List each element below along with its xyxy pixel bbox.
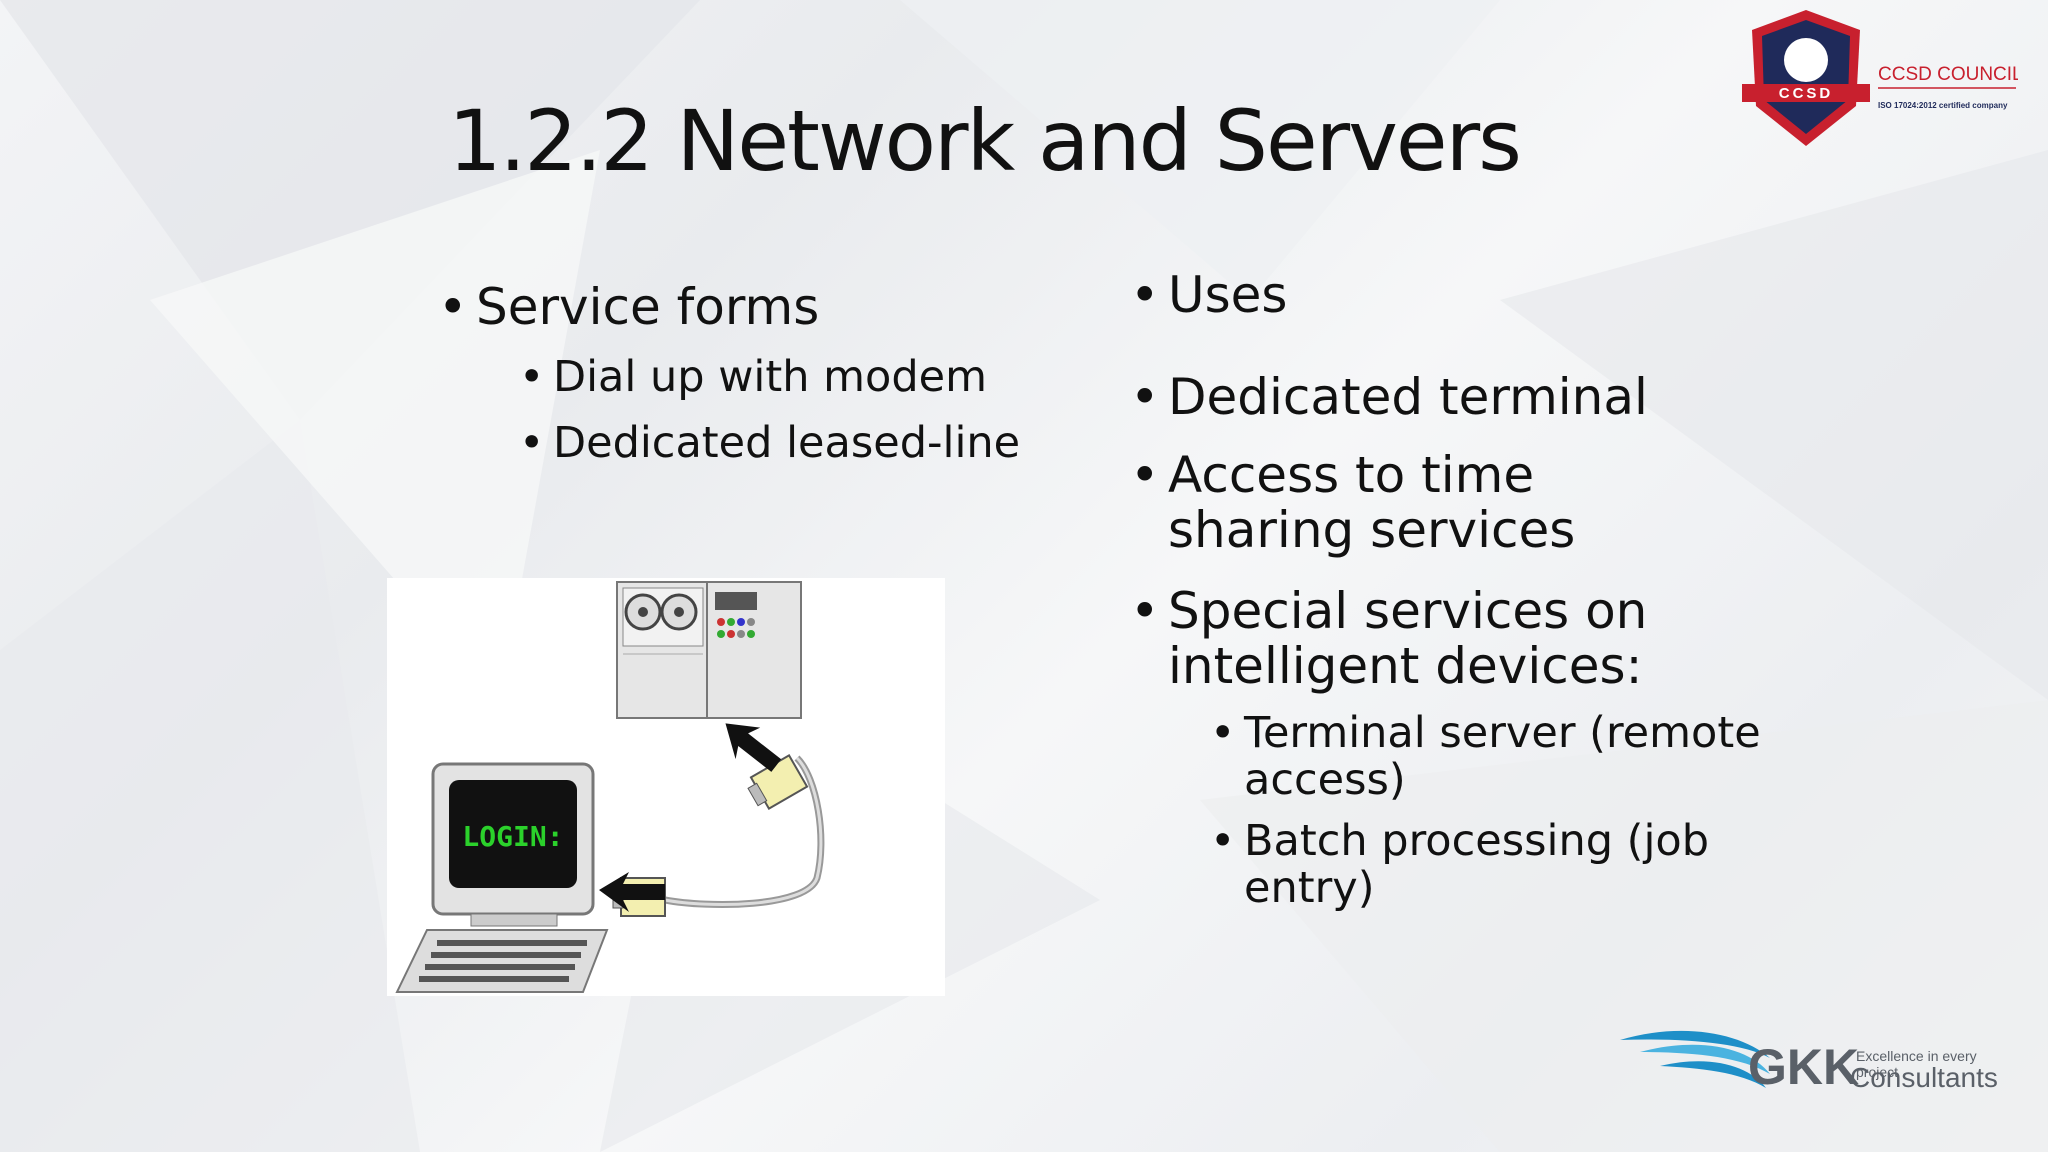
bullet-dial-up: Dial up with modem bbox=[519, 353, 987, 401]
login-text: LOGIN: bbox=[462, 820, 563, 853]
terminal-illustration: LOGIN: bbox=[387, 578, 945, 996]
bullet-dedicated-terminal: Dedicated terminal bbox=[1130, 370, 1648, 426]
arrow-up-left-icon bbox=[725, 723, 782, 772]
gkk-consultants-logo: GKK Excellence in every project Consulta… bbox=[1620, 1012, 1998, 1112]
bullet-time-sharing: Access to time sharing services bbox=[1130, 448, 1728, 558]
ccsd-council-name: CCSD COUNCIL bbox=[1878, 64, 2018, 85]
ccsd-certification: ISO 17024:2012 certified company bbox=[1878, 101, 2008, 110]
gkk-consultants: Consultants bbox=[1850, 1062, 1998, 1093]
bullet-leased-line: Dedicated leased-line bbox=[519, 419, 1020, 467]
ccsd-shield-icon: CCSD bbox=[1742, 10, 1870, 146]
gkk-tagline: Excellence in every project bbox=[1856, 1048, 1977, 1080]
connector-icon bbox=[747, 754, 809, 810]
mainframe-icon bbox=[616, 581, 802, 719]
bullet-batch-processing: Batch processing (job entry) bbox=[1210, 817, 1764, 913]
bullet-service-forms: Service forms bbox=[438, 280, 819, 336]
computer-icon: LOGIN: bbox=[395, 762, 609, 993]
bullet-special-services: Special services on intelligent devices: bbox=[1130, 584, 1728, 694]
bullet-uses: Uses bbox=[1130, 268, 1288, 324]
arrow-left-icon bbox=[599, 872, 665, 912]
gkk-name: GKK bbox=[1748, 1039, 1860, 1095]
gkk-wave-icon bbox=[1620, 1030, 1770, 1088]
slide-title: 1.2.2 Network and Servers bbox=[448, 92, 1522, 190]
ccsd-badge-text: CCSD bbox=[1779, 85, 1834, 102]
ccsd-council-logo: CCSD CCSD COUNCIL ISO 17024:2012 certifi… bbox=[1738, 8, 2023, 148]
bullet-terminal-server: Terminal server (remote access) bbox=[1210, 709, 1764, 805]
